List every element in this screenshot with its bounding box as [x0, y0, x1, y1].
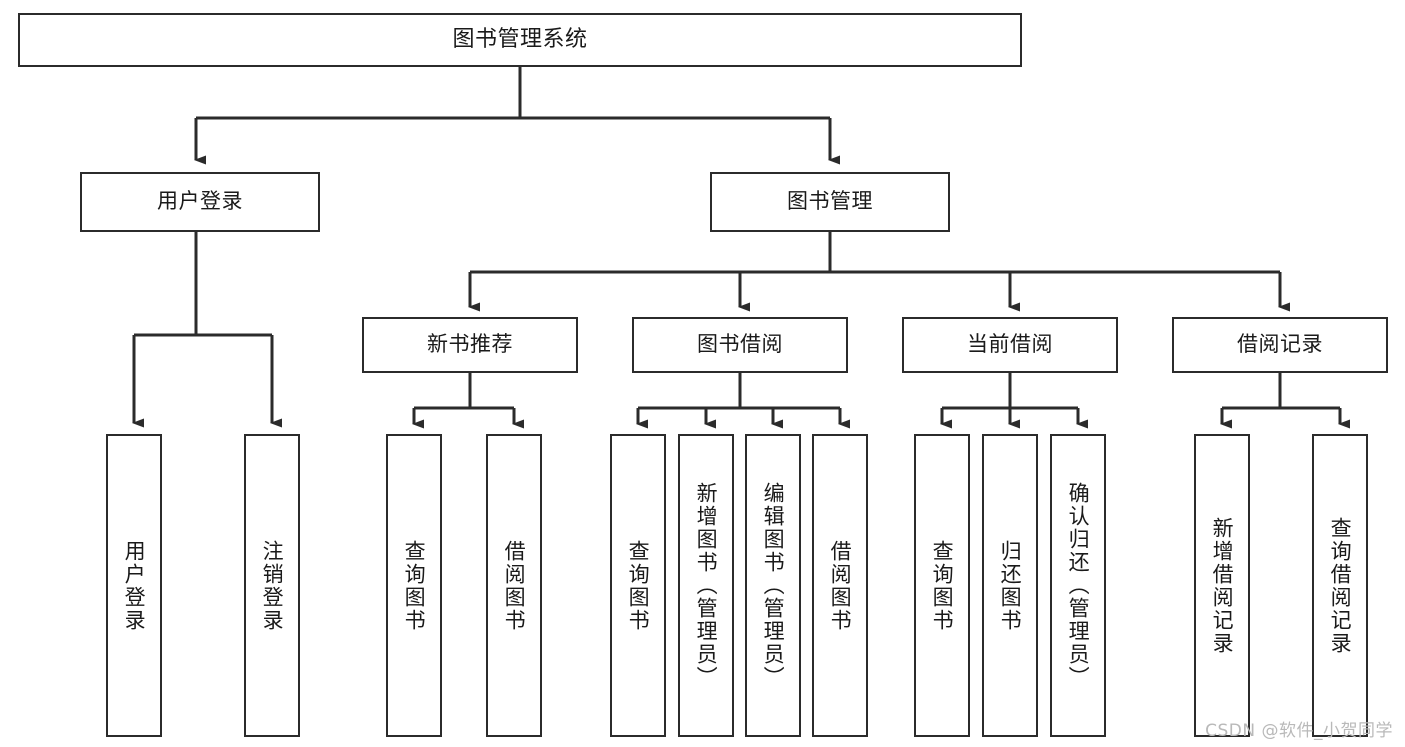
node-new-book-rec[interactable]: 新书推荐	[362, 317, 578, 373]
node-user-login[interactable]: 用户登录	[80, 172, 320, 232]
node-leaf-query-book-1-label: 查询图书	[402, 539, 427, 632]
node-book-manage-label: 图书管理	[787, 189, 873, 214]
node-user-login-label: 用户登录	[157, 189, 243, 214]
node-leaf-return-book[interactable]: 归还图书	[982, 434, 1038, 737]
node-leaf-query-record[interactable]: 查询借阅记录	[1312, 434, 1368, 737]
node-root[interactable]: 图书管理系统	[18, 13, 1022, 67]
node-leaf-user-login[interactable]: 用户登录	[106, 434, 162, 737]
node-root-label: 图书管理系统	[452, 26, 588, 52]
watermark-text: CSDN @软件_小贺同学	[1205, 721, 1393, 741]
node-leaf-add-book[interactable]: 新增图书（管理员）	[678, 434, 734, 737]
node-current-borrow[interactable]: 当前借阅	[902, 317, 1118, 373]
node-book-manage[interactable]: 图书管理	[710, 172, 950, 232]
node-leaf-borrow-book-2[interactable]: 借阅图书	[812, 434, 868, 737]
node-leaf-edit-book[interactable]: 编辑图书（管理员）	[745, 434, 801, 737]
node-leaf-borrow-book-1-label: 借阅图书	[502, 539, 527, 632]
node-leaf-confirm-return[interactable]: 确认归还（管理员）	[1050, 434, 1106, 737]
node-book-borrow-label: 图书借阅	[697, 332, 783, 357]
node-leaf-query-book-2[interactable]: 查询图书	[610, 434, 666, 737]
node-leaf-query-record-label: 查询借阅记录	[1328, 516, 1353, 655]
node-borrow-record-label: 借阅记录	[1237, 332, 1323, 357]
node-current-borrow-label: 当前借阅	[967, 332, 1053, 357]
node-book-borrow[interactable]: 图书借阅	[632, 317, 848, 373]
node-leaf-confirm-return-label: 确认归还（管理员）	[1066, 482, 1091, 689]
node-leaf-add-record-label: 新增借阅记录	[1210, 516, 1235, 655]
node-leaf-query-book-1[interactable]: 查询图书	[386, 434, 442, 737]
node-leaf-query-book-3[interactable]: 查询图书	[914, 434, 970, 737]
node-leaf-return-book-label: 归还图书	[998, 539, 1023, 632]
node-leaf-logout[interactable]: 注销登录	[244, 434, 300, 737]
node-leaf-query-book-3-label: 查询图书	[930, 539, 955, 632]
node-leaf-query-book-2-label: 查询图书	[626, 539, 651, 632]
node-leaf-borrow-book-1[interactable]: 借阅图书	[486, 434, 542, 737]
node-leaf-user-login-label: 用户登录	[122, 539, 147, 632]
node-borrow-record[interactable]: 借阅记录	[1172, 317, 1388, 373]
node-leaf-edit-book-label: 编辑图书（管理员）	[761, 482, 786, 689]
node-new-book-rec-label: 新书推荐	[427, 332, 513, 357]
node-leaf-borrow-book-2-label: 借阅图书	[828, 539, 853, 632]
node-leaf-add-record[interactable]: 新增借阅记录	[1194, 434, 1250, 737]
node-leaf-logout-label: 注销登录	[260, 539, 285, 632]
node-leaf-add-book-label: 新增图书（管理员）	[694, 482, 719, 689]
